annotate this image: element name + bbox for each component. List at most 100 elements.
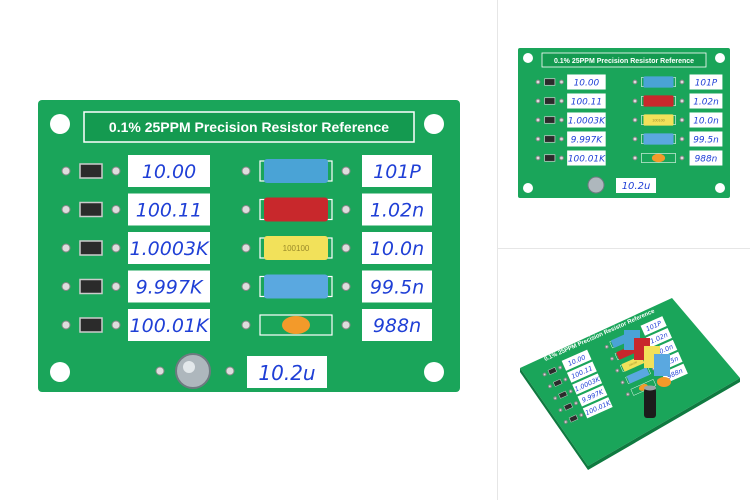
smd-resistor-icon (568, 414, 579, 423)
pad (341, 205, 351, 214)
pad (604, 344, 609, 349)
pad (341, 282, 351, 291)
resistor-value-label: 10.00 (142, 161, 196, 183)
pad (632, 136, 638, 142)
pad (574, 401, 578, 406)
resistor-value-label: 10.00 (574, 78, 600, 88)
electrolytic-capacitor-highlight (183, 361, 195, 373)
pcb-board-angled: 0.1% 25PPM Precision Resistor Reference … (520, 298, 740, 470)
capacitor-value-label: 988n (373, 315, 421, 337)
pad (111, 282, 121, 291)
cap-outline (259, 314, 333, 336)
capacitor-label-box (362, 309, 432, 341)
pad (241, 282, 251, 291)
capacitor-label-box (689, 93, 723, 109)
smd-resistor-icon (79, 201, 103, 218)
electrolytic-label-box (247, 356, 327, 388)
capacitor-value-label: 1.02n (693, 97, 719, 107)
film-capacitor-icon (654, 354, 670, 376)
capacitor-label-box (362, 155, 432, 187)
mounting-hole-icon (424, 362, 444, 382)
film-capacitor-icon (643, 133, 674, 145)
resistor-value-label: 100.01K (130, 315, 210, 337)
capacitor-value-label: 101P (373, 161, 421, 183)
smd-resistor-icon (544, 116, 556, 124)
capacitor-value-label: 10.0n (370, 238, 424, 260)
electrolytic-capacitor-icon (587, 176, 605, 194)
pad (111, 166, 121, 176)
thumbnail-top-view[interactable]: 0.1% 25PPM Precision Resistor Reference … (518, 48, 730, 198)
pad (61, 282, 71, 291)
pad (241, 205, 251, 214)
electrolytic-label: 10.2u (258, 361, 315, 385)
pcb-edge (588, 378, 740, 470)
smd-resistor-icon (544, 135, 556, 143)
pad (225, 366, 235, 376)
chip-marking: 100100 (283, 244, 310, 253)
smd-resistor-icon (544, 154, 556, 162)
pad (679, 136, 685, 142)
pad (632, 155, 638, 161)
pad (568, 389, 573, 394)
pcb-board-main: 0.1% 25PPM Precision Resistor Reference … (38, 100, 460, 392)
resistor-value-label: 100.11 (136, 200, 202, 222)
mounting-hole-icon (50, 114, 70, 134)
resistor-value-label: 9.997K (571, 135, 604, 145)
mounting-hole-icon (424, 114, 444, 134)
smd-resistor-icon (79, 278, 103, 295)
pad (111, 243, 121, 253)
pad (626, 392, 630, 397)
board-title: 0.1% 25PPM Precision Resistor Reference (109, 119, 389, 135)
resistor-label-box (567, 150, 606, 166)
pad (535, 98, 541, 104)
resistor-value-label: 1.0003K (130, 238, 210, 260)
electrolytic-capacitor-icon (644, 388, 656, 418)
thumbnail-angled-view[interactable]: 0.1% 25PPM Precision Resistor Reference … (514, 290, 744, 480)
capacitor-label-box (640, 316, 667, 336)
film-capacitor-icon (282, 316, 310, 334)
capacitor-label-box (362, 193, 432, 226)
electrolytic-capacitor-top (644, 385, 656, 391)
pad (61, 320, 71, 330)
smd-resistor-icon (544, 78, 556, 86)
pad (579, 413, 584, 417)
capacitor-label-box (689, 74, 723, 90)
pad (558, 408, 563, 412)
film-capacitor-icon (626, 367, 650, 384)
resistor-label-box (561, 349, 592, 371)
pad (679, 117, 685, 123)
capacitor-value-label: 1.02n (370, 200, 424, 222)
mounting-hole-icon (715, 183, 725, 193)
pad (341, 320, 351, 330)
film-capacitor-icon (264, 274, 328, 299)
pad (632, 79, 638, 85)
smd-resistor-icon (79, 240, 103, 256)
capacitor-value-label: 99.5n (370, 277, 424, 299)
smd-resistor-icon (563, 402, 573, 411)
capacitor-value-label: 101P (695, 78, 718, 88)
pad (542, 372, 547, 377)
pad (615, 368, 620, 373)
resistor-label-box (567, 93, 606, 109)
pad (61, 205, 71, 214)
capacitor-label-box (689, 131, 723, 147)
resistor-label-box (128, 232, 210, 264)
pad (559, 117, 564, 123)
resistor-value-label: 1.0003K (568, 116, 606, 126)
divider (497, 0, 498, 500)
resistor-label-box (128, 309, 210, 341)
pad (559, 155, 564, 161)
film-capacitor-icon (264, 236, 328, 260)
pad (535, 136, 541, 142)
resistor-label-box (128, 270, 210, 303)
pad (341, 243, 351, 253)
film-capacitor-icon (643, 114, 674, 126)
pad (341, 166, 351, 176)
pad (559, 98, 564, 104)
pad (632, 117, 638, 123)
pad (558, 365, 562, 370)
pad (679, 98, 685, 104)
